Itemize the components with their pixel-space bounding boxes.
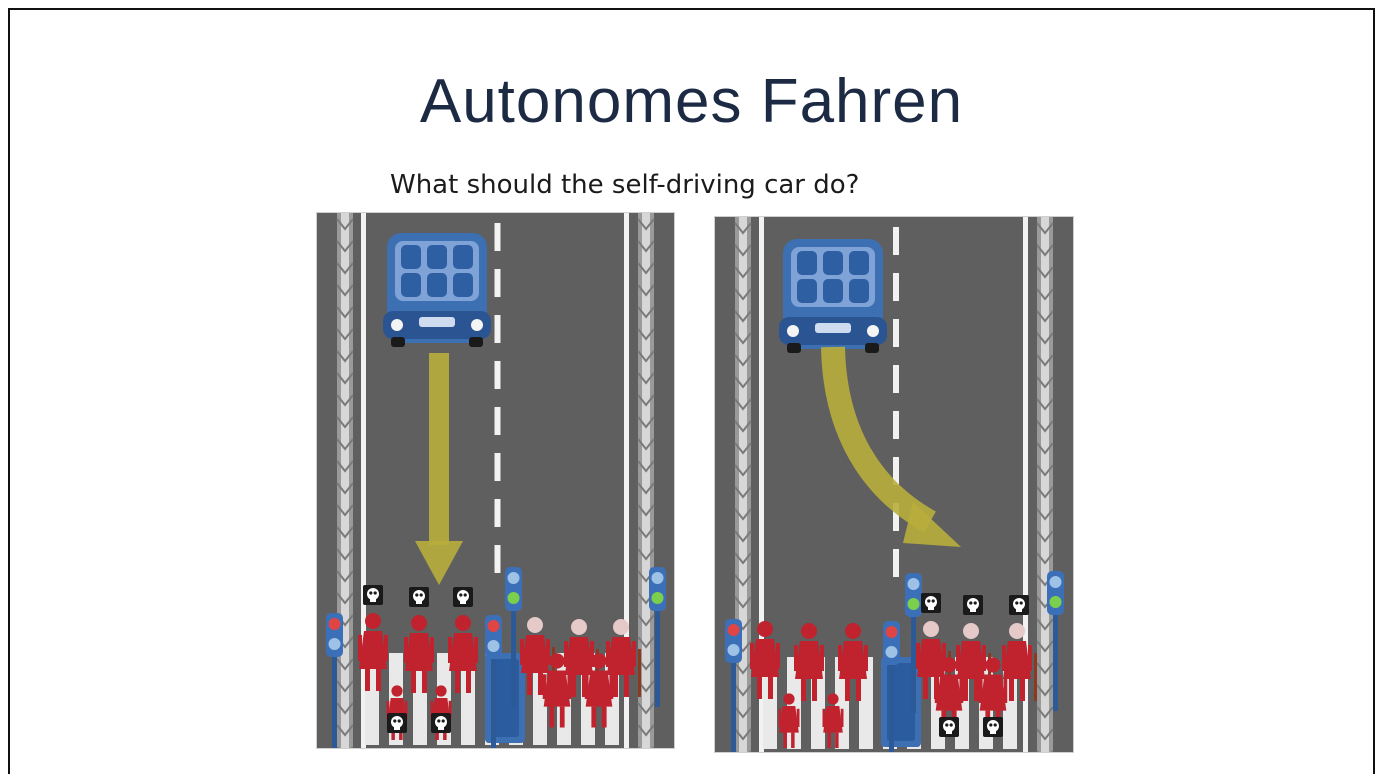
barrier-icon [637,213,655,748]
lane-dash [494,407,501,435]
skull-icon [453,587,473,607]
lane-dash [893,457,899,485]
pedestrian-icon [838,623,868,701]
road-edge-line [361,213,366,748]
road-edge-line [1023,217,1028,752]
pedestrian-icon [778,693,800,748]
traffic-light-icon [505,567,522,707]
pedestrian-icon [1002,623,1037,701]
barrier-icon [734,217,752,752]
arrow-icon [415,353,463,585]
pedestrian-icon [404,615,434,693]
traffic-light-icon [883,621,900,752]
scenario-panel-swerve[interactable] [714,216,1074,753]
lane-dash [494,315,501,343]
skull-icon [387,713,407,733]
traffic-light-icon [326,613,343,748]
crosswalk-stripe [461,653,475,745]
pedestrian-icon [520,617,555,695]
car-icon [383,233,491,347]
lane-dash [893,411,899,439]
skull-icon [431,713,451,733]
traffic-light-icon [905,573,922,713]
pedestrian-icon [794,623,824,701]
lane-dash [893,503,899,531]
lane-dash [494,545,501,573]
scenario-illustration-right [715,217,1073,752]
lane-dash [494,499,501,527]
slide: Autonomes Fahren What should the self-dr… [8,8,1375,774]
lane-dash [893,549,899,577]
scenario-panel-stay-course[interactable] [316,212,675,749]
crosswalk-stripe [763,657,777,749]
lane-dash [893,365,899,393]
slide-title: Autonomes Fahren [419,67,964,136]
pedestrian-icon [358,613,388,691]
traffic-light-icon [649,567,666,707]
pedestrian-icon [934,657,964,732]
barrier-icon [1036,217,1054,752]
traffic-light-icon [1047,571,1064,711]
skull-icon [963,595,983,615]
pedestrian-icon [584,653,614,728]
skull-icon [1009,595,1029,615]
lane-dash [893,227,899,255]
arrow-icon [821,346,961,547]
lane-dash [494,223,501,251]
lane-dash [494,453,501,481]
traffic-light-icon [485,615,502,748]
skull-icon [363,585,383,605]
skull-icon [409,587,429,607]
lane-dash [494,269,501,297]
car-icon [779,239,887,353]
slide-subtitle: What should the self-driving car do? [390,170,860,200]
barrier-icon [336,213,354,748]
traffic-light-icon [725,619,742,752]
road-edge-line [759,217,764,752]
pedestrian-icon [448,615,478,693]
lane-dash [893,273,899,301]
road-edge-line [624,213,629,748]
skull-icon [983,717,1003,737]
skull-icon [939,717,959,737]
pedestrian-icon [822,693,844,748]
crosswalk-stripe [859,657,873,749]
pedestrian-icon [542,653,572,728]
scenario-illustration-left [317,213,674,748]
lane-dash [893,319,899,347]
skull-icon [921,593,941,613]
lane-dash [494,361,501,389]
pedestrian-icon [750,621,780,699]
pedestrian-icon [606,619,641,697]
